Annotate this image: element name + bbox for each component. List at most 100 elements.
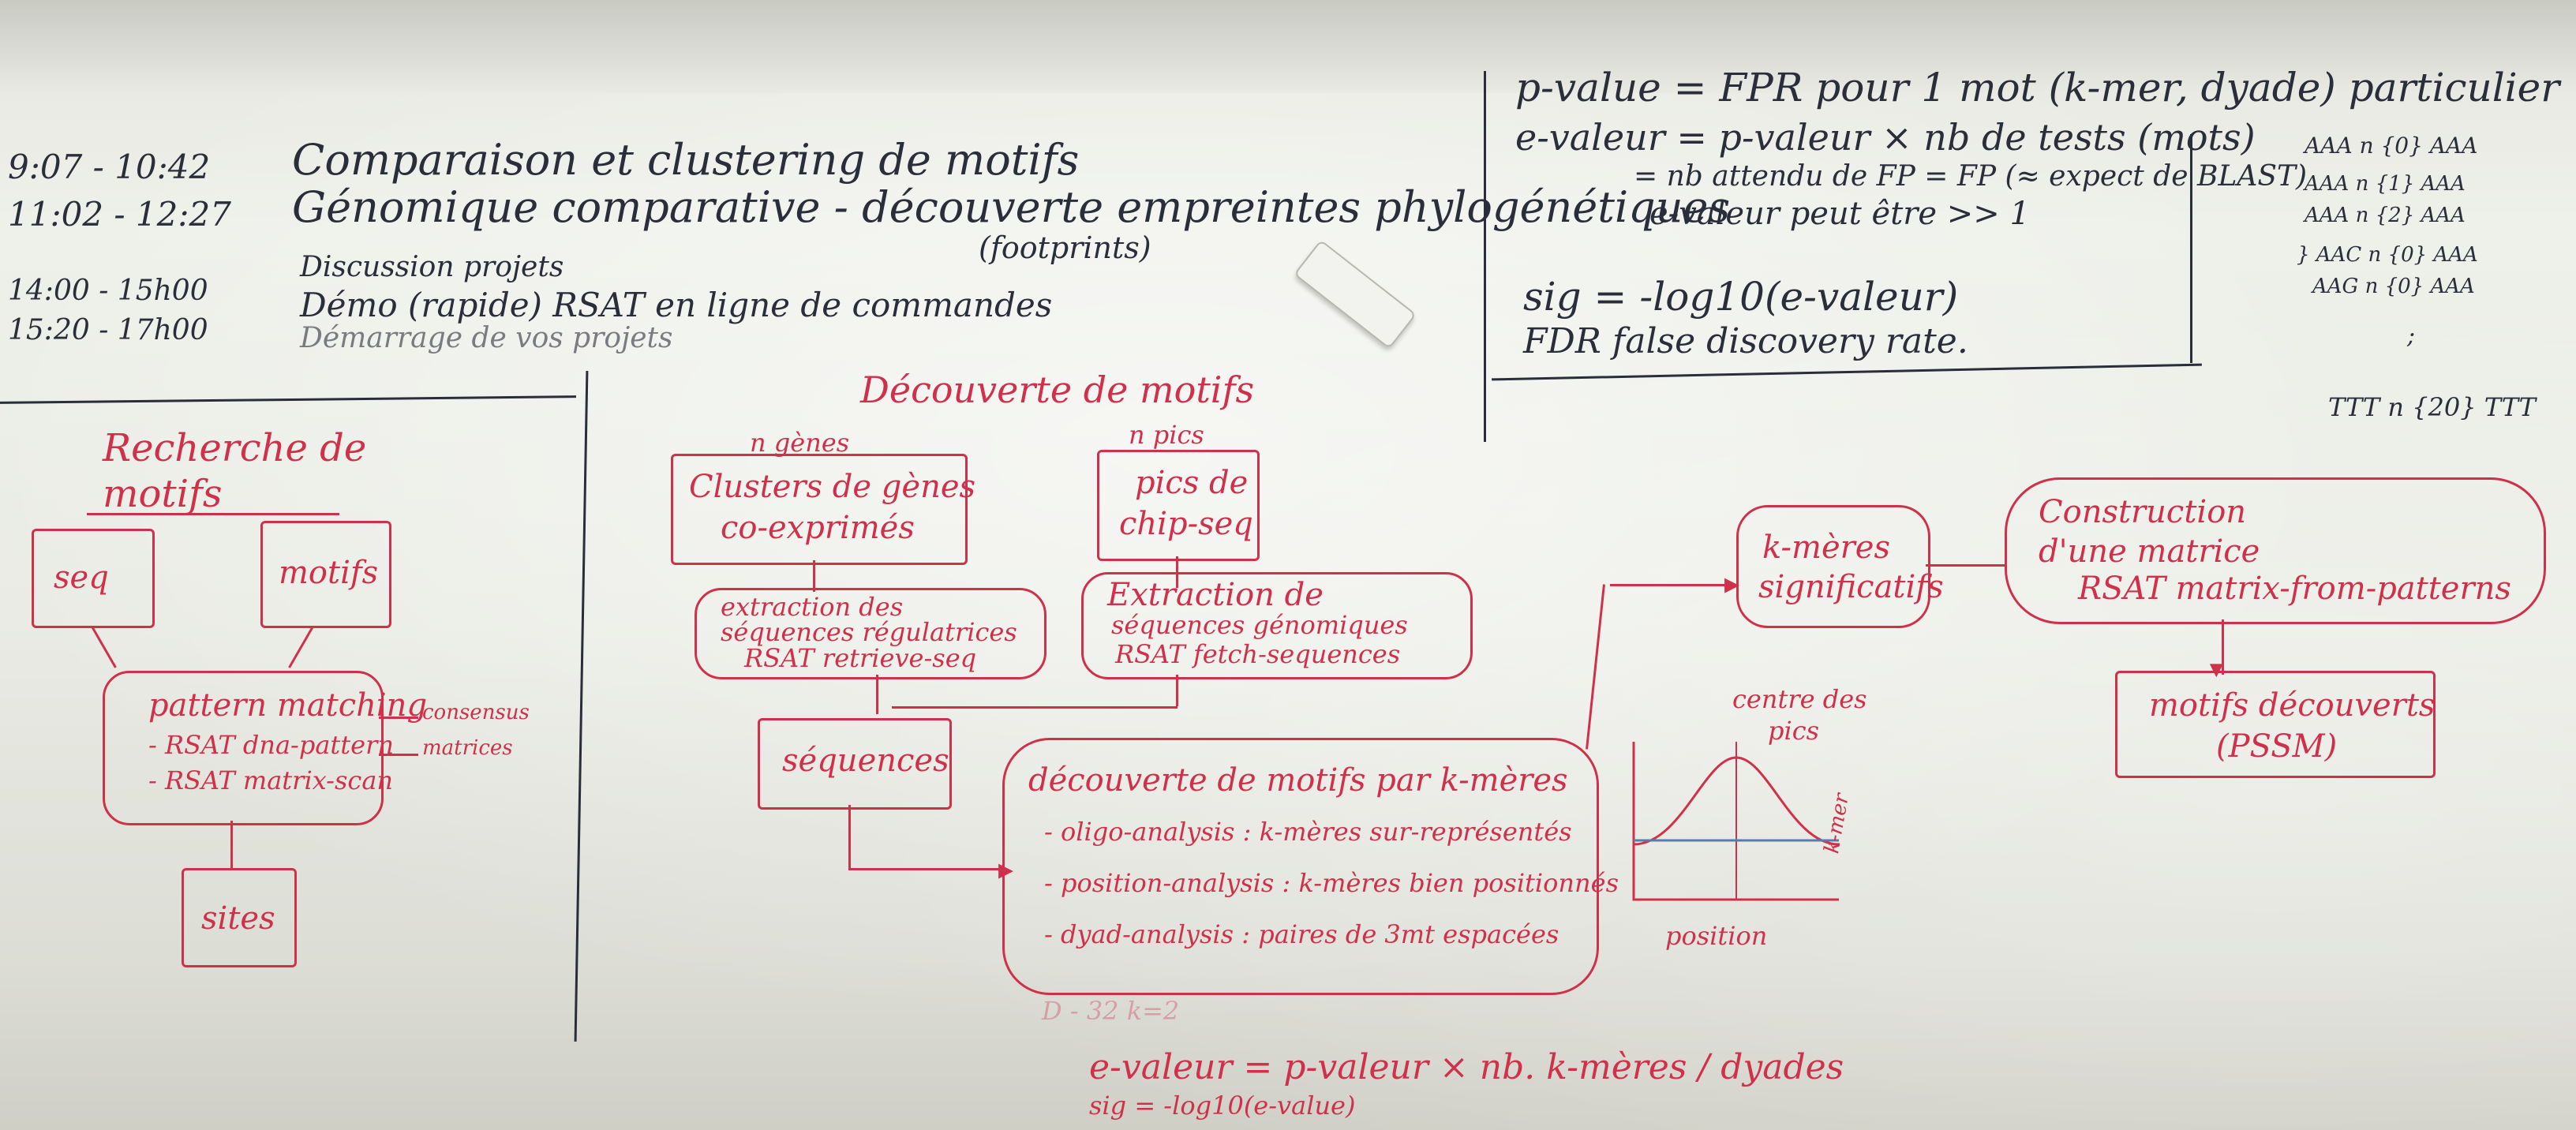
kmer-list-7: TTT n {20} TTT xyxy=(2328,392,2536,422)
divider-left-top xyxy=(0,395,576,404)
whiteboard-eraser[interactable] xyxy=(1294,239,1417,350)
connector-sequences-right xyxy=(848,868,1006,870)
agenda-item-footprints: (footprints) xyxy=(979,230,1151,265)
plot-svg xyxy=(1632,742,1840,901)
connector-fetch xyxy=(1176,675,1178,706)
clusters-line-2: co-exprimés xyxy=(721,510,915,546)
consensus-line xyxy=(379,717,418,719)
agenda-item-5: Démarrage de vos projets xyxy=(300,322,673,354)
n-peaks-label: n pics xyxy=(1129,420,1204,450)
agenda-item-1: Comparaison et clustering de motifs xyxy=(292,135,1080,185)
motif-search-title: Recherche de motifs xyxy=(103,426,367,516)
sites-label: sites xyxy=(201,900,275,937)
kmers-line-2: significatifs xyxy=(1758,569,1944,605)
divider-stats-right xyxy=(2190,134,2192,363)
fetch-sequences-box: Extraction de séquences génomiques RSAT … xyxy=(1081,572,1473,679)
connector-to-kmers xyxy=(1610,584,1736,586)
arrow-head-kmers: ▸ xyxy=(1724,566,1740,601)
kmer-list-2: AAA n {1} AAA xyxy=(2305,172,2466,196)
consensus-label: consensus xyxy=(422,701,530,724)
connector-to-motifs xyxy=(2222,619,2224,675)
kmer-list-1: AAA n {0} AAA xyxy=(2305,133,2478,159)
motifs-found-line-2: (PSSM) xyxy=(2216,728,2338,765)
discovery-item-3: - dyad-analysis : paires de 3mt espacées xyxy=(1044,919,1559,949)
significant-kmers-box: k-mères significatifs xyxy=(1736,505,1944,628)
evalue-warning: e-valeur peut être >> 1 xyxy=(1649,196,2030,232)
pvalue-line: p-value = FPR pour 1 mot (k-mer, dyade) … xyxy=(1515,65,2560,110)
connector-to-construct xyxy=(1926,564,2005,567)
connector-up xyxy=(1586,584,1605,750)
agenda-item-2: Génomique comparative - découverte empre… xyxy=(292,182,1731,232)
plot-title-2: pics xyxy=(1768,716,1820,746)
seq-box: seq xyxy=(32,529,155,628)
fetch-line-3: RSAT fetch-sequences xyxy=(1115,639,1401,669)
retrieve-line-2: séquences régulatrices xyxy=(721,617,1017,647)
kmer-discovery-box: découverte de motifs par k-mères - oligo… xyxy=(1002,738,1619,995)
agenda-item-4: Démo (rapide) RSAT en ligne de commandes xyxy=(300,286,1053,324)
kmer-list-6: ; xyxy=(2407,322,2416,350)
n-genes-label: n gènes xyxy=(750,428,850,458)
plot-axes xyxy=(1632,742,1839,901)
retrieve-line-1: extraction des xyxy=(721,592,904,622)
connector-sequences-down xyxy=(848,805,851,868)
motifs-label: motifs xyxy=(279,555,379,591)
discovery-box-title: découverte de motifs par k-mères xyxy=(1028,762,1568,799)
chipseq-line-2: chip-seq xyxy=(1119,506,1253,542)
bottom-evalue-line: e-valeur = p-valeur × nb. k-mères / dyad… xyxy=(1089,1047,1844,1087)
retrieve-seq-box: extraction des séquences régulatrices RS… xyxy=(695,588,1046,679)
chipseq-line-1: pics de xyxy=(1135,465,1249,501)
discovery-item-2: - position-analysis : k-mères bien posit… xyxy=(1044,868,1619,898)
agenda-time-2: 11:02 - 12:27 xyxy=(8,195,231,234)
clusters-box: Clusters de gènes co-exprimés xyxy=(671,454,975,565)
pattern-item-1: - RSAT dna-pattern xyxy=(148,730,394,760)
sequences-box: séquences xyxy=(758,718,952,810)
clusters-line-1: Clusters de gènes xyxy=(689,469,976,505)
peak-curve xyxy=(1633,756,1840,846)
fdr-line: FDR false discovery rate. xyxy=(1523,321,1968,361)
discovered-motifs-box: motifs découverts (PSSM) xyxy=(2115,671,2436,778)
divider-vertical-left xyxy=(574,371,589,1042)
pattern-item-2: - RSAT matrix-scan xyxy=(148,765,394,795)
connector-motifs xyxy=(288,626,314,668)
pattern-matching-box: pattern matching - RSAT dna-pattern - RS… xyxy=(103,671,427,825)
connector-seq xyxy=(91,626,117,668)
title-underline xyxy=(87,513,339,515)
sig-line: sig = -log10(e-valeur) xyxy=(1523,274,1959,320)
motifs-found-line-1: motifs découverts xyxy=(2149,687,2436,724)
agenda-time-1: 9:07 - 10:42 xyxy=(8,148,211,186)
whiteboard-top-frame xyxy=(0,0,2576,93)
construct-line-1: Construction xyxy=(2039,494,2247,530)
plot-x-label: position xyxy=(1665,921,1768,951)
bottom-sig-line: sig = -log10(e-value) xyxy=(1089,1091,1356,1121)
agenda-time-3: 14:00 - 15h00 xyxy=(8,275,208,307)
divider-vertical-right xyxy=(1484,71,1486,442)
agenda-item-3: Discussion projets xyxy=(300,251,564,283)
faint-erased-text: D - 32 k=2 xyxy=(1042,996,1180,1026)
kmers-line-1: k-mères xyxy=(1762,529,1890,566)
retrieve-line-3: RSAT retrieve-seq xyxy=(744,643,977,673)
seq-label: seq xyxy=(54,559,109,596)
plot-title-1: centre des xyxy=(1732,684,1867,714)
kmer-list-3: AAA n {2} AAA xyxy=(2305,204,2466,227)
sites-box: sites xyxy=(182,868,297,967)
matrix-construction-box: Construction d'une matrice RSAT matrix-f… xyxy=(2005,477,2546,624)
matrices-line xyxy=(379,754,418,756)
discovery-title: Découverte de motifs xyxy=(860,369,1255,411)
matrices-label: matrices xyxy=(422,736,513,760)
motifs-box: motifs xyxy=(260,521,391,628)
kmer-list-5: AAG n {0} AAA xyxy=(2312,275,2475,298)
connector-clusters xyxy=(813,560,815,592)
chipseq-box: pics de chip-seq xyxy=(1097,450,1260,561)
sequences-label: séquences xyxy=(782,743,949,779)
divider-stats-bottom xyxy=(1492,363,2202,381)
connector-fetch-horizontal xyxy=(892,706,1178,709)
construct-line-3: RSAT matrix-from-patterns xyxy=(2078,571,2511,607)
kmer-list-4: } AAC n {0} AAA xyxy=(2297,243,2478,267)
discovery-item-1: - oligo-analysis : k-mères sur-représent… xyxy=(1044,817,1572,847)
evalue-line-2: = nb attendu de FP = FP (≈ expect de BLA… xyxy=(1634,160,2308,193)
arrow-head-discovery: ▸ xyxy=(998,851,1014,886)
construct-line-2: d'une matrice xyxy=(2039,533,2260,570)
evalue-line: e-valeur = p-valeur × nb de tests (mots) xyxy=(1515,116,2256,159)
connector-retrieve xyxy=(876,675,878,714)
